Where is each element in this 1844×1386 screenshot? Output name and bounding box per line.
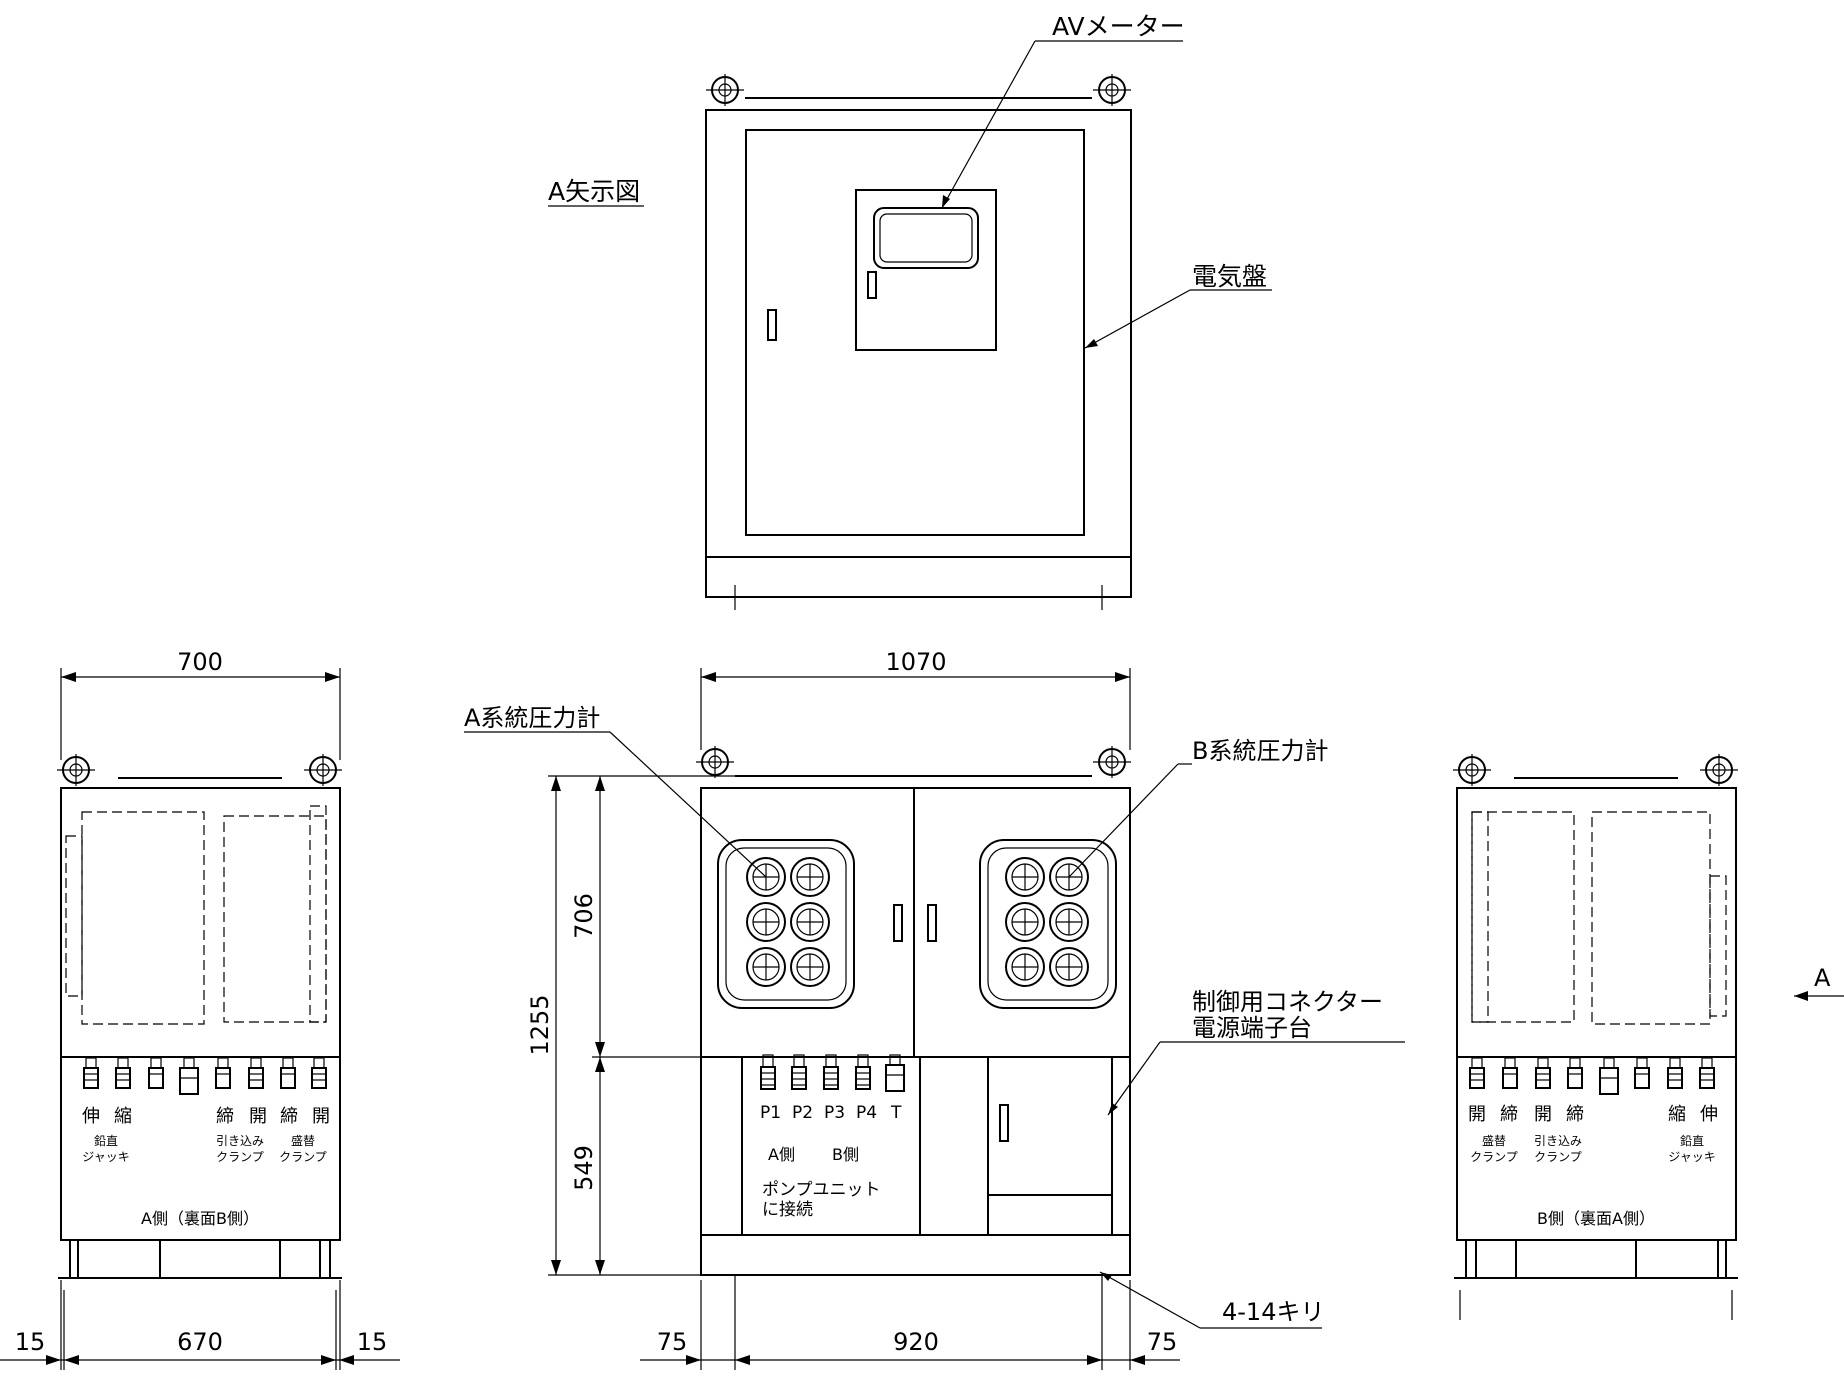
view-a-title: A矢示図 <box>548 177 640 206</box>
a-gauge-window <box>717 839 855 1009</box>
top-panel-door <box>745 129 1085 536</box>
dimension-value: 75 <box>1147 1328 1178 1356</box>
function-label: 伸 <box>1700 1104 1718 1125</box>
group-label: クランプ <box>1534 1150 1582 1164</box>
function-label: 縮 <box>1668 1104 1686 1125</box>
function-label: 伸 <box>82 1106 100 1127</box>
group-label: 引き込み <box>1534 1134 1582 1148</box>
a-side-label: A側 <box>768 1145 795 1164</box>
group-label: クランプ <box>279 1150 327 1164</box>
holes-label: 4-14キリ <box>1222 1298 1324 1326</box>
dimension-value: 1070 <box>885 648 946 676</box>
lifting-eye-icon <box>57 754 342 786</box>
dimension-value: 1255 <box>526 994 554 1055</box>
b-gauge-label: B系統圧力計 <box>1192 737 1328 765</box>
coupler-icon <box>1469 1057 1715 1095</box>
dimension-value: 670 <box>177 1328 223 1356</box>
function-label: 開 <box>1468 1104 1486 1125</box>
terminal-door <box>987 1056 1113 1236</box>
meter-box <box>855 189 997 351</box>
a-gauge-label: A系統圧力計 <box>464 704 600 732</box>
b-side-label: B側 <box>832 1145 859 1164</box>
dimension-value: 706 <box>570 893 598 939</box>
port-label: P4 <box>856 1103 877 1123</box>
pressure-gauge-icon <box>746 857 830 987</box>
coupler-icon <box>760 1054 905 1092</box>
b-gauge-window <box>979 839 1117 1009</box>
function-label: 締 <box>1500 1104 1518 1125</box>
door-handle <box>999 1104 1009 1142</box>
arrow-left-icon <box>1794 991 1808 1001</box>
pressure-gauge-icon <box>1005 857 1089 987</box>
lifting-eye-icon <box>696 746 1131 778</box>
left-view-title: A側（裏面B側） <box>141 1209 259 1228</box>
dimension-lines <box>0 668 1180 1370</box>
door-handle <box>927 904 937 942</box>
group-label: 鉛直 <box>1680 1134 1704 1148</box>
function-label: 締 <box>216 1106 234 1127</box>
door-handle <box>893 904 903 942</box>
function-label: 開 <box>249 1106 267 1127</box>
group-label: クランプ <box>216 1150 264 1164</box>
left-panel-body <box>60 787 341 1241</box>
lifting-eye-icon <box>1453 754 1738 786</box>
dimension-value: 920 <box>893 1328 939 1356</box>
function-label: 縮 <box>114 1106 132 1127</box>
dimension-value: 549 <box>570 1145 598 1191</box>
group-label: 鉛直 <box>94 1134 118 1148</box>
group-label: 引き込み <box>216 1134 264 1148</box>
dimension-value: 15 <box>15 1328 46 1356</box>
right-panel-body <box>1456 787 1737 1241</box>
right-view-title: B側（裏面A側） <box>1537 1209 1655 1228</box>
group-label: ジャッキ <box>82 1150 129 1164</box>
dimension-value: 700 <box>177 648 223 676</box>
left-side-view <box>57 754 342 1370</box>
group-label: 盛替 <box>291 1133 315 1148</box>
top-panel-body <box>705 109 1132 558</box>
arrow-a-label: A <box>1814 964 1831 992</box>
port-label: T <box>890 1103 902 1123</box>
right-side-view <box>1453 754 1738 1320</box>
top-view <box>705 74 1132 610</box>
av-meter-label: AVメーター <box>1052 12 1185 41</box>
function-label: 開 <box>1534 1104 1552 1125</box>
connector-label-line1: 制御用コネクター <box>1192 988 1383 1016</box>
group-label: クランプ <box>1470 1150 1518 1164</box>
function-label: 締 <box>1566 1104 1584 1125</box>
pump-label-line1: ポンプユニット <box>762 1180 881 1200</box>
function-label: 開 <box>312 1106 330 1127</box>
dimension-value: 75 <box>657 1328 688 1356</box>
group-label: 盛替 <box>1482 1133 1506 1148</box>
port-label: P3 <box>824 1103 845 1123</box>
av-meter-window <box>873 207 979 269</box>
function-label: 締 <box>280 1106 298 1127</box>
dimension-value: 15 <box>357 1328 388 1356</box>
door-handle <box>767 309 777 341</box>
port-label: P1 <box>760 1103 781 1123</box>
connector-label-line2: 電源端子台 <box>1192 1014 1312 1042</box>
coupler-icon <box>83 1057 327 1095</box>
lifting-eye-icon <box>706 74 1131 106</box>
front-view <box>696 746 1131 1290</box>
port-label: P2 <box>792 1103 813 1123</box>
group-label: ジャッキ <box>1668 1150 1715 1164</box>
pump-label-line2: に接続 <box>762 1200 813 1220</box>
panel-label: 電気盤 <box>1192 262 1267 291</box>
